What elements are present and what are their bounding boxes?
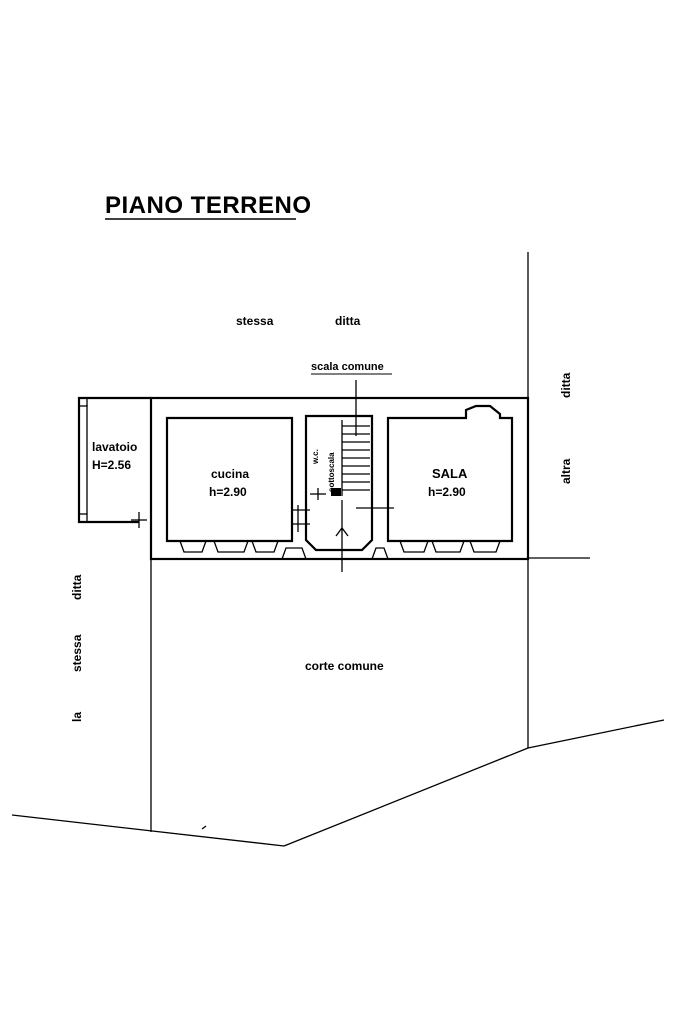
wc-fixture — [331, 488, 341, 496]
sottoscala-label: sottoscala — [327, 452, 336, 492]
corridor-arrow — [335, 526, 349, 537]
ditta-top-label: ditta — [335, 314, 361, 328]
bottom-diagonal-boundary — [283, 747, 529, 847]
lavatoio-outer-wall — [77, 396, 151, 524]
sala-height: h=2.90 — [428, 485, 466, 499]
plan-title: PIANO TERRENO — [105, 192, 312, 219]
facade-niches — [281, 547, 389, 560]
ditta-right-label: ditta — [559, 372, 573, 398]
sala-label: SALA — [432, 466, 468, 481]
stray-mark — [201, 825, 207, 830]
cucina-window-3 — [251, 540, 279, 553]
cucina-room: cucina h=2.90 — [165, 416, 310, 553]
lavatoio-corner-pillar-top — [78, 397, 88, 407]
stessa-top-label: stessa — [236, 314, 274, 328]
cucina-window-1 — [179, 540, 207, 553]
stessa-left-label: stessa — [70, 634, 84, 672]
lavatoio-room: lavatoio H=2.56 — [77, 396, 151, 528]
sala-room: SALA h=2.90 — [386, 404, 514, 553]
corridor-walls — [304, 414, 374, 552]
lavatoio-corner-pillar-bottom — [78, 513, 88, 523]
sala-window-3 — [469, 540, 501, 553]
cucina-label: cucina — [211, 467, 249, 481]
central-corridor: w.c. sottoscala — [304, 380, 394, 572]
bottom-left-boundary — [11, 814, 285, 847]
wc-label: w.c. — [311, 449, 320, 465]
sala-window-1 — [399, 540, 429, 553]
ditta-left-label: ditta — [70, 574, 84, 600]
lavatoio-label: lavatoio — [92, 440, 137, 454]
right-lower-boundary — [527, 719, 665, 749]
scala-comune-label: scala comune — [311, 361, 384, 373]
sala-window-2 — [431, 540, 465, 553]
cucina-window-2 — [213, 540, 249, 553]
cucina-height: h=2.90 — [209, 485, 247, 499]
lavatoio-height: H=2.56 — [92, 458, 131, 472]
main-building — [149, 396, 530, 561]
la-left-label: la — [70, 712, 84, 722]
altra-right-label: altra — [559, 458, 573, 484]
cucina-walls — [165, 416, 294, 543]
building-outer-wall — [149, 396, 530, 561]
corte-comune-label: corte comune — [305, 659, 384, 673]
site-boundaries — [11, 252, 665, 847]
